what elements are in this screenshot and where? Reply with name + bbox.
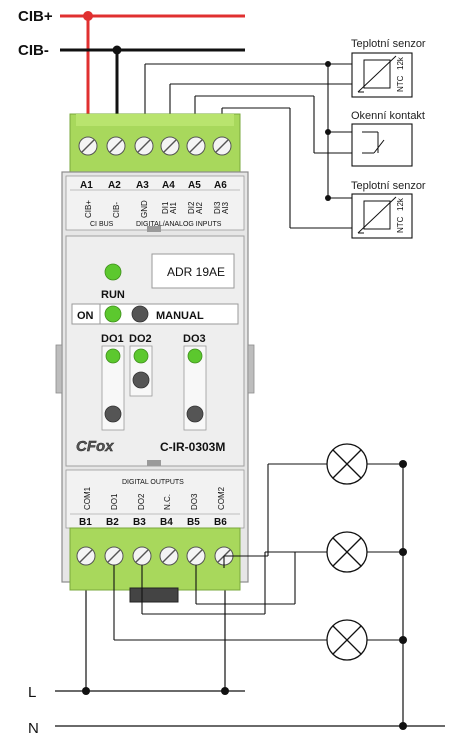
neutral-junction-1 — [399, 460, 407, 468]
cib-plus-junction — [83, 11, 93, 21]
sensor-1-ntc: NTC — [396, 75, 405, 92]
lamp-2 — [326, 531, 368, 573]
terminal-screw-b5[interactable] — [186, 546, 206, 566]
neutral-wire — [55, 464, 445, 727]
on-label: ON — [77, 310, 94, 322]
sensor-1-title: Teplotní senzor — [351, 38, 426, 50]
do2-led — [133, 348, 149, 364]
top-terminal-labels: A1 A2 A3 A4 A5 A6 CIB+ CIB- GND DI1 AI1 … — [70, 180, 240, 228]
term-b6-code: B6 — [214, 517, 227, 528]
window-contact-title: Okenní kontakt — [351, 110, 425, 122]
front-controls: RUN ADR 19AE ON MANUAL DO1 DO2 DO3 CFox … — [71, 253, 239, 455]
term-b5-code: B5 — [187, 517, 200, 528]
do2-label: DO2 — [129, 333, 152, 345]
do3-label: DO3 — [183, 333, 206, 345]
run-label: RUN — [101, 289, 125, 301]
manual-label: MANUAL — [156, 310, 204, 322]
sensor-2-value: 12k — [396, 197, 405, 211]
bottom-terminal-block — [69, 527, 241, 591]
address-display — [151, 253, 235, 289]
term-b4-sub: N.C. — [163, 494, 172, 510]
sensor-2-ntc: NTC — [396, 216, 405, 233]
inputs-group-label: DIGITAL/ANALOG INPUTS — [136, 221, 222, 228]
term-a6-code: A6 — [214, 180, 227, 191]
term-a1-sub: CIB+ — [84, 200, 93, 218]
model-label: C-IR-0303M — [160, 440, 225, 454]
do3-button[interactable] — [186, 405, 204, 423]
do2-button[interactable] — [132, 371, 150, 389]
gnd-junction-1 — [325, 61, 331, 67]
bottom-screws — [76, 546, 234, 566]
mode-strip — [71, 303, 239, 325]
line-label: L — [28, 684, 36, 701]
gnd-junction-3 — [325, 195, 331, 201]
term-a3-code: A3 — [136, 180, 149, 191]
term-b3-code: B3 — [133, 517, 146, 528]
window-contact — [351, 123, 413, 167]
outputs-group-label: DIGITAL OUTPUTS — [122, 479, 184, 486]
terminal-screw-a6[interactable] — [212, 136, 232, 156]
terminal-screw-a1[interactable] — [78, 136, 98, 156]
terminal-screw-b3[interactable] — [132, 546, 152, 566]
lamp-1 — [326, 443, 368, 485]
term-b2-code: B2 — [106, 517, 119, 528]
term-a2-sub: CIB- — [112, 202, 121, 218]
sensor-2-title: Teplotní senzor — [351, 180, 426, 192]
term-a6-sub2: AI3 — [221, 201, 230, 214]
bottom-terminal-labels: DIGITAL OUTPUTS COM1 DO1 DO2 N.C. DO3 CO… — [70, 479, 240, 528]
terminal-screw-b4[interactable] — [159, 546, 179, 566]
term-a4-sub1: DI1 — [161, 201, 170, 214]
line-junction-left — [82, 687, 90, 695]
term-a6-sub1: DI3 — [213, 201, 222, 214]
temperature-sensor-1: NTC 12k — [351, 52, 413, 98]
address-display-text: ADR 19AE — [167, 265, 225, 279]
cib-minus-label: CIB- — [18, 42, 49, 59]
do1-label: DO1 — [101, 333, 124, 345]
term-a5-code: A5 — [188, 180, 201, 191]
manual-button[interactable] — [131, 305, 149, 323]
ci-bus-group-label: CI BUS — [90, 221, 114, 228]
term-b4-code: B4 — [160, 517, 173, 528]
neutral-label: N — [28, 720, 39, 737]
term-b5-sub: DO3 — [190, 493, 199, 510]
term-b1-sub: COM1 — [83, 486, 92, 510]
sensor-1-value: 12k — [396, 56, 405, 70]
terminal-screw-a3[interactable] — [134, 136, 154, 156]
din-clip — [129, 587, 179, 603]
brand-logo: CFox — [76, 438, 114, 455]
term-b1-code: B1 — [79, 517, 92, 528]
terminal-screw-a2[interactable] — [106, 136, 126, 156]
term-a5-sub1: DI2 — [187, 201, 196, 214]
do1-button[interactable] — [104, 405, 122, 423]
cib-minus-junction — [112, 45, 122, 55]
do1-led — [105, 348, 121, 364]
top-screws — [78, 136, 232, 156]
lamp-3 — [326, 619, 368, 661]
term-a3-sub: GND — [140, 200, 149, 218]
output-wiring — [113, 463, 403, 641]
neutral-junction-3 — [399, 636, 407, 644]
temperature-sensor-2: NTC 12k — [351, 193, 413, 239]
do3-led — [187, 348, 203, 364]
term-b6-sub: COM2 — [217, 486, 226, 510]
term-a1-code: A1 — [80, 180, 93, 191]
gnd-junction-2 — [325, 129, 331, 135]
on-led — [104, 305, 122, 323]
term-b2-sub: DO1 — [110, 493, 119, 510]
neutral-junction — [399, 722, 407, 730]
terminal-screw-a4[interactable] — [160, 136, 180, 156]
neutral-junction-2 — [399, 548, 407, 556]
term-a2-code: A2 — [108, 180, 121, 191]
terminal-screw-b2[interactable] — [104, 546, 124, 566]
term-a4-code: A4 — [162, 180, 175, 191]
term-a5-sub2: AI2 — [195, 201, 204, 214]
line-junction-right — [221, 687, 229, 695]
cib-plus-label: CIB+ — [18, 8, 53, 25]
terminal-screw-b1[interactable] — [76, 546, 96, 566]
run-led — [104, 263, 122, 281]
terminal-screw-a5[interactable] — [186, 136, 206, 156]
term-a4-sub2: AI1 — [169, 201, 178, 214]
term-b3-sub: DO2 — [137, 493, 146, 510]
